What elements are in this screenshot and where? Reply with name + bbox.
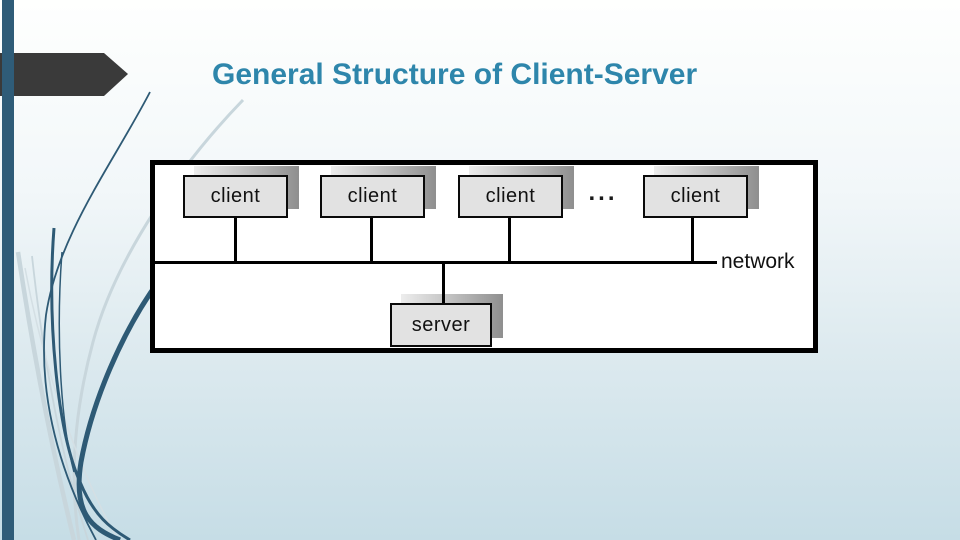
connector-client-3 — [508, 218, 511, 263]
left-accent-bar — [2, 0, 14, 540]
server-node: server — [390, 303, 492, 347]
client-node-label: client — [210, 185, 261, 207]
server-node-label: server — [411, 313, 471, 336]
client-node-2: client — [320, 175, 425, 218]
network-label: network — [721, 250, 795, 273]
connector-client-2 — [370, 218, 373, 263]
connector-client-4 — [691, 218, 694, 263]
client-node-4: client — [643, 175, 748, 218]
connector-server — [442, 262, 445, 303]
client-server-diagram: client client client ... client network … — [150, 160, 818, 353]
decorative-swoosh-graphic — [0, 53, 245, 540]
arrow-banner-icon — [0, 53, 128, 96]
client-node-label: client — [485, 185, 536, 207]
swoosh-dark-curves — [43, 91, 161, 540]
client-node-1: client — [183, 175, 288, 218]
ellipsis-more-clients: ... — [588, 179, 618, 206]
client-node-label: client — [670, 185, 721, 207]
client-node-label: client — [347, 185, 398, 207]
connector-client-1 — [234, 218, 237, 263]
client-node-3: client — [458, 175, 563, 218]
page-title: General Structure of Client-Server — [212, 58, 698, 91]
network-bus-line — [155, 261, 717, 264]
